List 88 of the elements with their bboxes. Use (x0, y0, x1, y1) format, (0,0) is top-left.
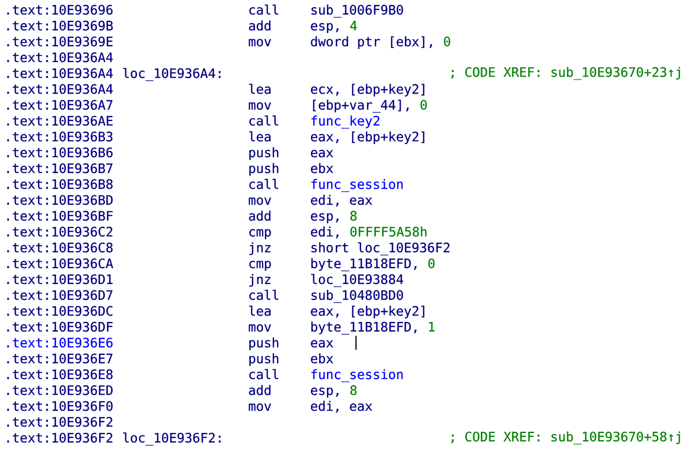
mnemonic-text: cmp (249, 229, 271, 240)
address-text: .text:10E936D7 (7, 290, 112, 300)
address-text: .text:10E936F2 (7, 432, 112, 443)
address-text: .text:10E936B7 (7, 163, 112, 174)
mnemonic-text: push (249, 338, 278, 350)
address-text: .text:10E936F0 (7, 401, 113, 411)
address-text: .text:10E9369B (7, 20, 113, 31)
address-text: .text:10E936A4 (7, 84, 113, 94)
operand-text: loc_10E93884 (311, 274, 404, 287)
operand-text: sub_1006F9B0 (312, 4, 403, 18)
operand-text: byte_11B18EFD, (311, 258, 416, 272)
address-text: .text:10E936BF (7, 210, 113, 221)
address-text: .text:10E936B3 (7, 132, 112, 142)
mnemonic-text: jnz (249, 242, 270, 255)
mnemonic-text: push (249, 163, 278, 176)
operand-text: short loc_10E936F2 (311, 242, 450, 256)
operand-text: edi, eax (310, 194, 372, 207)
mnemonic-text: add (249, 210, 270, 221)
mnemonic-text: add (249, 385, 270, 396)
constant-text: 0FFFF5A58h (350, 226, 426, 237)
mnemonic-text: jnz (249, 274, 270, 287)
address-text: .text:10E936AE (7, 116, 113, 126)
mnemonic-text: push (249, 147, 278, 160)
address-text: .text:10E936B6 (7, 148, 113, 158)
operand-text: edi, (310, 226, 338, 238)
address-text: .text:10E936E8 (7, 369, 113, 380)
mnemonic-text: mov (248, 102, 271, 110)
operand-text: ecx, [ebp+key2] (310, 84, 424, 96)
operand-text: eax, [ebp+key2] (310, 131, 424, 144)
operand-text: ebx (310, 353, 334, 364)
operand-text: eax (310, 340, 334, 348)
address-text: .text:10E936A4 (7, 52, 113, 62)
mnemonic-text: call (249, 178, 278, 190)
operand-text: func_session (311, 179, 403, 192)
mnemonic-text: lea (249, 131, 270, 142)
mnemonic-text: mov (248, 197, 271, 205)
address-text: .text:10E936C2 (7, 226, 112, 237)
address-text: .text:10E936E7 (7, 354, 112, 364)
operand-text: [ebp+var_44], (313, 100, 409, 113)
mnemonic-text: call (249, 369, 278, 380)
operand-text: sub_10480BD0 (312, 290, 403, 303)
constant-text: 1 (429, 322, 434, 332)
mnemonic-text: mov (248, 324, 271, 332)
mnemonic-text: mov (248, 404, 271, 411)
operand-text: func_session (311, 369, 403, 382)
mnemonic-text: call (249, 116, 278, 126)
operand-text: ebx (310, 163, 334, 174)
address-text: .text:10E936BD (7, 195, 113, 205)
constant-text: 4 (350, 20, 357, 30)
address-text: .text:10E936C8 (7, 242, 113, 252)
address-text: .text:10E936ED (7, 385, 113, 396)
address-text: .text:10E936DC (7, 306, 112, 316)
mnemonic-text: push (249, 353, 278, 366)
mnemonic-text: mov (248, 38, 271, 46)
operand-text: edi, eax (310, 400, 372, 413)
mnemonic-text: lea (249, 84, 270, 94)
operand-text: byte_11B18EFD, (311, 322, 416, 335)
constant-text: 0 (444, 36, 450, 46)
mnemonic-text: call (249, 290, 278, 300)
address-text: .text:10E936A4 (7, 68, 113, 78)
constant-text: 0 (428, 258, 435, 268)
location-label: loc_10E936A4: (123, 68, 220, 81)
operand-text: func_key2 (311, 116, 380, 128)
mnemonic-text: lea (249, 306, 270, 316)
operand-text: esp, (310, 213, 338, 224)
address-text: .text:10E936A7 (7, 100, 112, 110)
operand-text: dword ptr [ebx], (310, 36, 432, 49)
mnemonic-text: call (249, 4, 278, 15)
address-text: .text:10E936CA (7, 258, 114, 268)
address-text: .text:10E936DF (7, 322, 113, 332)
mnemonic-text: add (249, 20, 270, 31)
address-text: .text:10E936B8 (7, 179, 113, 190)
constant-text: 0 (420, 100, 427, 110)
address-text: .text:10E93696 (7, 4, 113, 15)
address-text: .text:10E936D1 (7, 274, 112, 284)
operand-text: esp, (310, 23, 338, 34)
mnemonic-text: cmp (249, 260, 271, 271)
xref-comment: ; CODE XREF: sub_10E93670+23↑j (451, 66, 680, 80)
operand-text: eax (310, 150, 334, 158)
address-text: .text:10E936F2 (7, 416, 112, 427)
constant-text: 8 (350, 210, 357, 221)
operand-text: esp, (310, 388, 338, 398)
address-text: .text:10E9369E (7, 36, 113, 46)
address-text: .text:10E936E6 (7, 338, 113, 348)
constant-text: 8 (350, 385, 357, 396)
location-label: loc_10E936F2: (123, 432, 220, 446)
operand-text: eax, [ebp+key2] (310, 306, 424, 318)
xref-comment: ; CODE XREF: sub_10E93670+58↑j (451, 432, 680, 444)
